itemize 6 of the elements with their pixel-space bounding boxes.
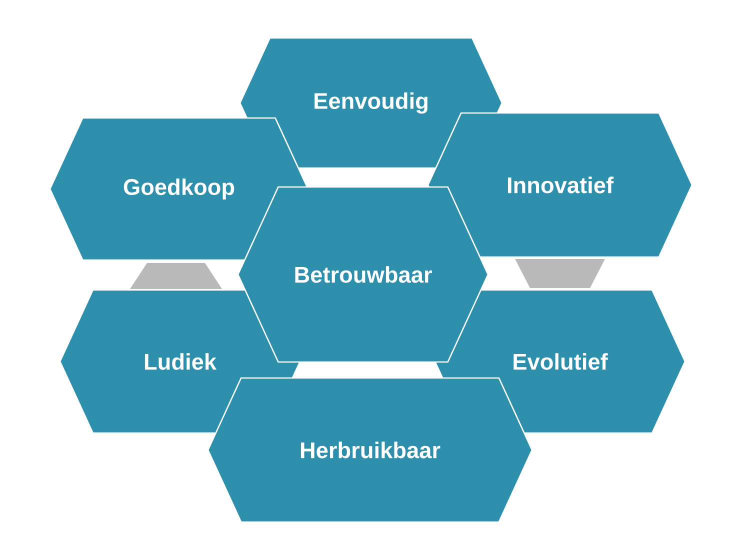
- hexagon-box: Herbruikbaar: [207, 377, 533, 523]
- hexagon-box: Innovatief: [427, 112, 693, 258]
- hexagon-box: Goedkoop: [49, 117, 309, 261]
- hexagon-box: Betrouwbaar: [237, 186, 489, 363]
- trapezoid-shape: [515, 259, 605, 288]
- trapezoid-shape: [130, 263, 222, 289]
